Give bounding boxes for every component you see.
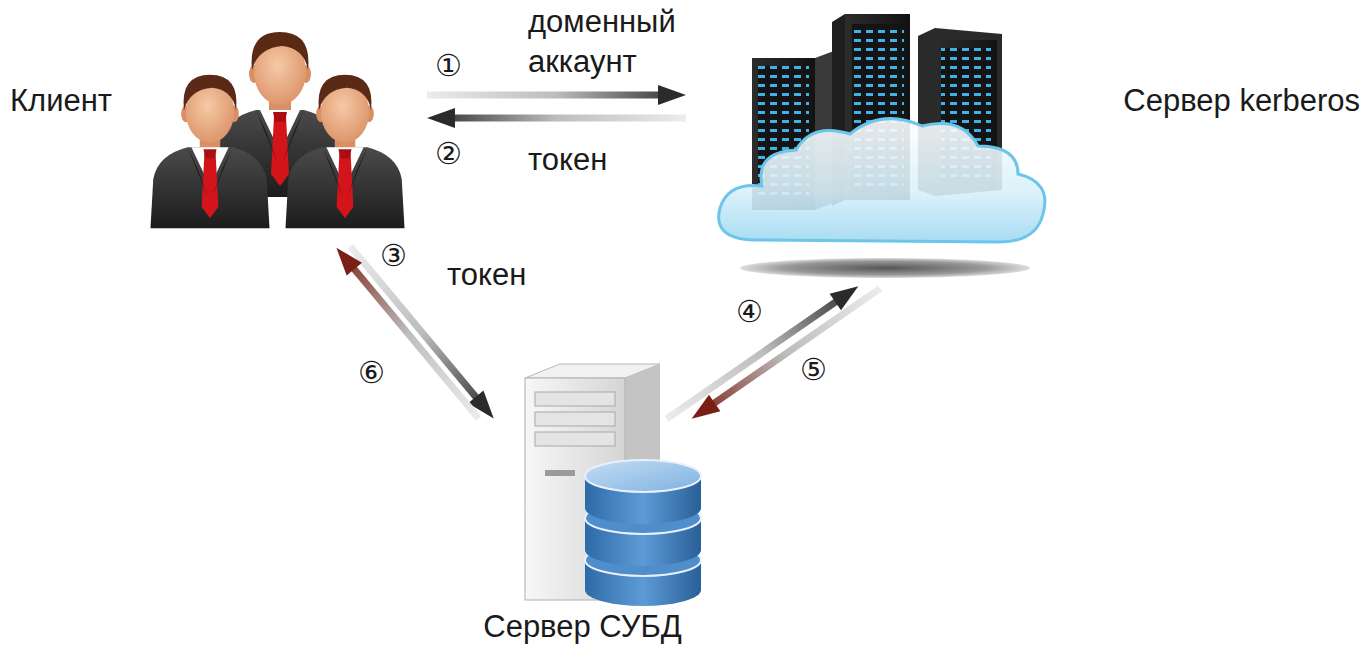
flow-arrow xyxy=(692,288,880,418)
edge-label: токен xyxy=(447,255,647,295)
callout-number: ③ xyxy=(380,238,407,274)
arrow-head xyxy=(336,248,362,276)
illustration-part xyxy=(585,460,701,492)
kerberos-server-cloud xyxy=(719,14,1045,278)
arrow-shaft xyxy=(427,92,662,99)
node-label: Сервер СУБД xyxy=(455,608,710,646)
illustration-part xyxy=(150,75,269,228)
callout-number: ① xyxy=(435,48,462,84)
client-figures xyxy=(150,32,404,228)
flow-arrow xyxy=(427,85,686,105)
arrow-shaft xyxy=(451,115,686,122)
callout-number: ② xyxy=(435,136,462,172)
illustration-part xyxy=(535,432,615,446)
node-label: Клиент xyxy=(10,82,112,120)
illustration-part xyxy=(545,470,575,476)
entity-node: Клиент xyxy=(5,20,415,240)
entity-node: Сервер СУБД xyxy=(455,420,710,652)
arrow-head xyxy=(427,108,455,128)
dbms-server xyxy=(525,364,701,606)
callout-number: ⑥ xyxy=(358,355,385,391)
arrow-shaft xyxy=(711,288,880,405)
node-label: Сервер kerberos xyxy=(1123,82,1360,120)
edge-label: доменный аккаунт xyxy=(528,2,703,82)
edge-label: токен xyxy=(528,140,728,180)
illustration-part xyxy=(535,392,615,406)
flow-arrow xyxy=(667,286,859,419)
illustration-part xyxy=(719,119,1045,242)
arrow-head xyxy=(692,395,721,419)
callout-number: ④ xyxy=(736,294,763,330)
callout-number: ⑤ xyxy=(800,352,827,388)
illustration-part xyxy=(740,258,1030,278)
entity-node: Сервер kerberos xyxy=(688,10,1366,285)
illustration-part xyxy=(535,412,615,426)
arrow-head xyxy=(658,85,686,105)
illustration-part xyxy=(285,75,404,228)
flow-arrow xyxy=(427,108,686,128)
